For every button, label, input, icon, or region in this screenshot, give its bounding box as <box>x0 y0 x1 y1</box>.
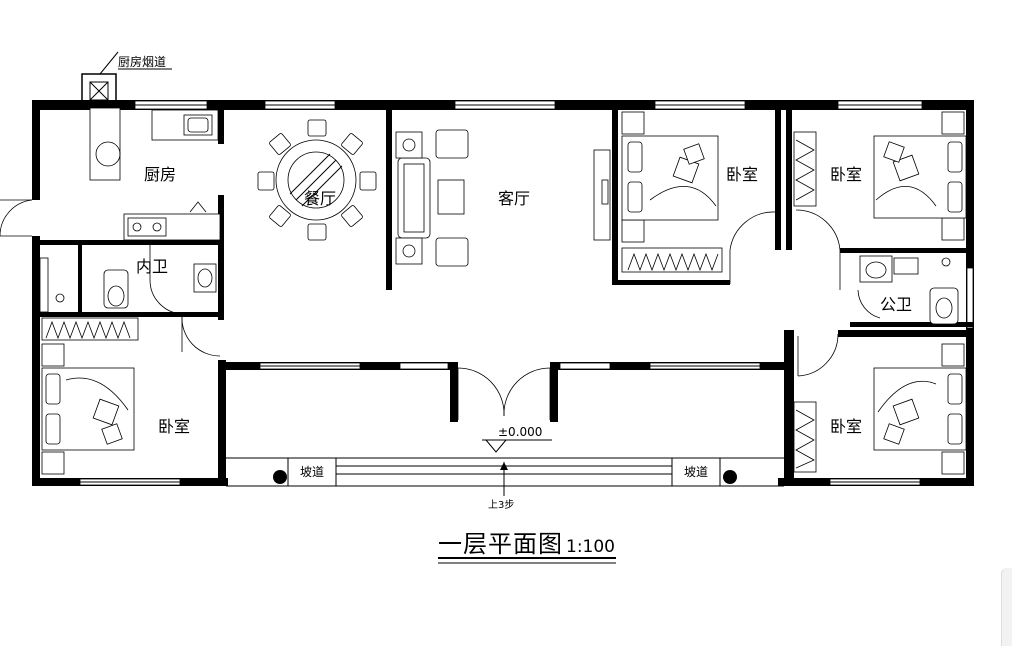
doors <box>0 199 881 420</box>
public-bath: 公卫 <box>859 255 959 325</box>
bedroom-top-right: 卧室 <box>793 111 967 241</box>
bedroom-bottom-right-label: 卧室 <box>830 417 862 436</box>
public-bath-label: 公卫 <box>880 295 912 314</box>
dining-label: 餐厅 <box>304 189 336 208</box>
elevation-label: ±0.000 <box>498 425 542 439</box>
living-label: 客厅 <box>498 189 530 208</box>
bedroom-top-middle: 卧室 <box>621 111 758 273</box>
ramp-right-label: 坡道 <box>684 465 708 479</box>
entry-terrace: 坡道 坡道 ±0.000 上3步 <box>226 425 784 511</box>
drawing-scale-text: 1:100 <box>566 537 615 557</box>
top-windows <box>79 100 974 486</box>
bedroom-bottom-left: 卧室 <box>41 317 190 475</box>
kitchen-flue: 厨房烟道 <box>81 51 172 109</box>
bedroom-top-middle-label: 卧室 <box>726 165 758 184</box>
steps-label: 上3步 <box>488 499 514 511</box>
kitchen-furniture: 厨房 <box>89 107 221 241</box>
bedroom-top-right-label: 卧室 <box>830 165 862 184</box>
drawing-title-text: 一层平面图 <box>438 530 563 558</box>
kitchen-flue-label: 厨房烟道 <box>118 54 166 69</box>
drawing-title: 一层平面图 1:100 <box>438 530 616 564</box>
bedroom-bottom-left-label: 卧室 <box>158 417 190 436</box>
bedroom-bottom-right: 卧室 <box>793 343 967 475</box>
ramp-left-label: 坡道 <box>300 465 324 479</box>
ensuite-bath: 内卫 <box>39 257 217 313</box>
kitchen-label: 厨房 <box>144 165 176 184</box>
dining-area: 餐厅 <box>257 119 377 241</box>
ensuite-bath-label: 内卫 <box>136 257 168 276</box>
facade-windows <box>259 362 761 370</box>
corner-scroll-tab[interactable] <box>1001 568 1012 646</box>
living-area: 客厅 <box>395 129 611 267</box>
